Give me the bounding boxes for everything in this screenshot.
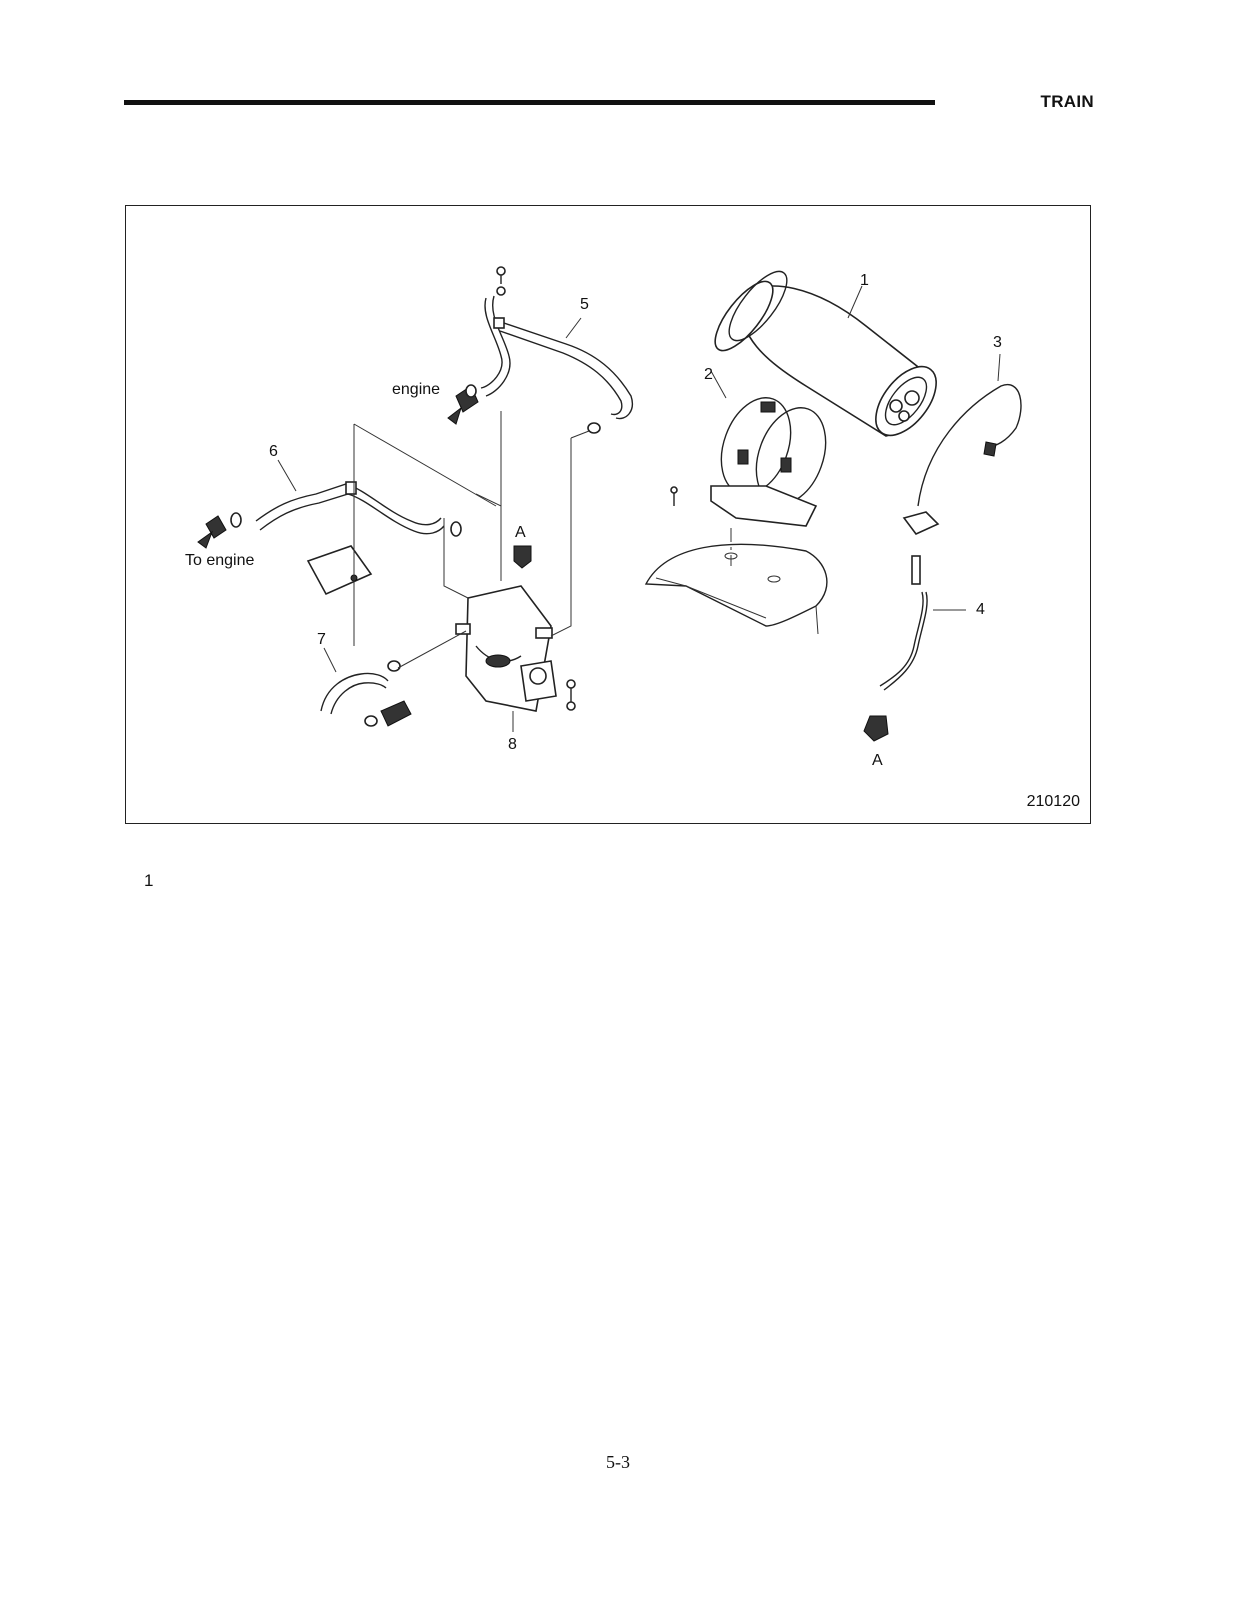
callout-1: 1	[860, 272, 869, 289]
part-4-hose	[863, 511, 940, 742]
part-2-bracket	[670, 397, 827, 527]
part-8-regulator	[455, 545, 576, 712]
bracket-plate	[306, 545, 373, 596]
exploded-parts-diagram: 1 2 3 4 5 6 7 8 engine To engine A A 210…	[125, 205, 1091, 824]
callout-2: 2	[704, 366, 713, 383]
part-5-hose	[480, 266, 633, 420]
diagram-drawing	[197, 266, 1022, 742]
part-1-tank	[714, 270, 937, 437]
diagram-id: 210120	[1026, 793, 1080, 810]
section-number: 1	[144, 871, 154, 890]
part-6-hose	[197, 481, 462, 549]
callout-5: 5	[580, 296, 589, 313]
page-number: 5-3	[606, 1452, 630, 1472]
label-engine: engine	[392, 381, 441, 398]
label-to-engine: To engine	[185, 552, 255, 569]
header-rule	[124, 100, 935, 105]
label-a-top: A	[515, 524, 526, 541]
body-panel	[644, 543, 828, 635]
header-title: TRAIN	[1040, 92, 1094, 111]
callout-7: 7	[317, 631, 326, 648]
callout-8: 8	[508, 736, 517, 753]
callout-4: 4	[976, 601, 985, 618]
callout-3: 3	[993, 334, 1002, 351]
part-7-hose	[320, 660, 412, 727]
label-a-bottom: A	[872, 752, 883, 769]
callout-6: 6	[269, 443, 278, 460]
part-3-wire	[917, 383, 1022, 507]
